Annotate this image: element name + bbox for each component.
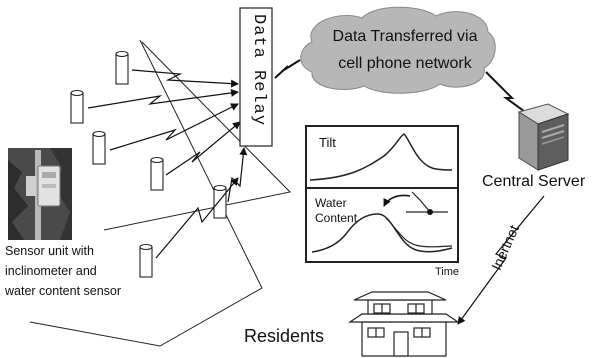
sensor-poles <box>70 50 227 278</box>
wireless-links <box>87 69 248 259</box>
tilt-curve <box>309 133 453 181</box>
water-content-label-line2: Content <box>315 211 358 225</box>
time-axis-label: Time <box>435 266 460 278</box>
cloud-to-server-link <box>485 71 529 115</box>
wireless-arrow <box>155 177 239 259</box>
central-server-icon <box>517 103 570 171</box>
sensor-pole-icon <box>213 184 227 219</box>
sensor-pole-icon <box>92 130 106 165</box>
data-relay-box <box>239 7 273 147</box>
relay-to-cloud-link <box>274 59 301 79</box>
data-relay-label: Data Relay <box>249 14 268 127</box>
sensor-pole-icon <box>70 89 84 124</box>
network-cloud <box>300 6 496 94</box>
water-content-label-line1: Water <box>315 196 347 210</box>
sensor-caption-line2: inclinometer and <box>5 264 97 278</box>
central-server-label: Central Server <box>482 173 586 190</box>
wireless-arrow <box>165 121 241 176</box>
wireless-arrow <box>87 88 239 109</box>
sensor-caption-line1: Sensor unit with <box>5 244 94 258</box>
cloud-label-line1: Data Transferred via <box>332 28 478 45</box>
slope-lines <box>29 39 292 347</box>
correlation-arrow <box>411 191 431 213</box>
tilt-label: Tilt <box>319 135 336 150</box>
water-content-curve <box>311 213 453 253</box>
sensor-caption-line3: water content sensor <box>5 284 122 298</box>
sensor-pole-icon <box>139 243 153 278</box>
water-content-curve-2 <box>385 217 453 248</box>
sensor-pole-icon <box>150 156 164 191</box>
residents-label: Residents <box>244 326 325 346</box>
wireless-arrow <box>227 147 248 203</box>
server-to-residents-link <box>457 195 545 325</box>
sensor-pole-icon <box>115 50 129 85</box>
sensor-graph <box>305 125 459 263</box>
wireless-arrow <box>131 69 239 88</box>
sensor-unit-photo <box>8 148 72 240</box>
wireless-arrow <box>109 103 239 151</box>
cloud-label-line2: cell phone network <box>338 55 472 72</box>
residents-house-icon <box>348 291 460 357</box>
